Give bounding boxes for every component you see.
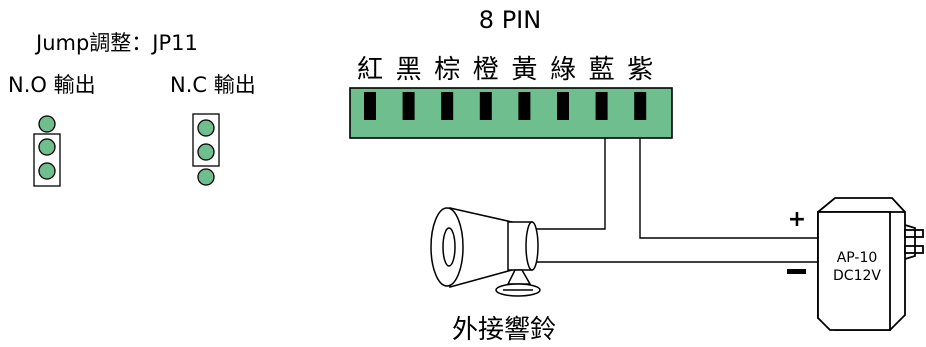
jumper-pin	[38, 162, 56, 180]
wiring	[530, 138, 818, 263]
terminal-pin	[595, 92, 608, 120]
siren-label: 外接響鈴	[452, 315, 556, 345]
jumper-no-label: N.O 輸出	[8, 73, 96, 97]
adapter-model: AP-10	[837, 250, 878, 266]
jumper-no-shunt	[33, 133, 61, 187]
jumper-pin	[197, 168, 215, 186]
wire-blue-to-siren	[530, 138, 606, 230]
terminal-pin	[634, 92, 647, 120]
jumper-title: Jump調整：JP11	[34, 31, 198, 55]
jumper-pin	[197, 119, 215, 137]
connector-title: 8 PIN	[479, 6, 541, 34]
wire-color-label: 橙	[473, 55, 499, 85]
wire-color-labels: 紅黑棕橙黃綠藍紫	[357, 55, 653, 85]
wire-purple-to-plus	[639, 138, 818, 239]
jumper-no-diagram	[33, 115, 61, 187]
wire-color-label: 紅	[357, 55, 383, 85]
terminal-pins	[364, 92, 647, 120]
wire-color-label: 綠	[550, 55, 576, 85]
wire-color-label: 紫	[627, 55, 653, 85]
terminal-pin	[402, 92, 415, 120]
siren-icon	[430, 207, 541, 297]
power-adapter-icon	[817, 197, 924, 331]
jumper-nc-label: N.C 輸出	[170, 73, 256, 97]
terminal-pin	[364, 92, 376, 120]
terminal-pin	[479, 92, 492, 120]
jumper-pin	[197, 143, 215, 161]
jumper-nc-shunt	[192, 113, 220, 167]
jumper-pin	[38, 138, 56, 156]
wire-color-label: 藍	[589, 55, 615, 85]
terminal-block	[349, 87, 673, 139]
terminal-pin	[518, 92, 531, 120]
wire-color-label: 黑	[396, 55, 422, 85]
minus-sign	[787, 269, 806, 274]
terminal-pin	[441, 92, 454, 120]
jumper-nc-diagram	[192, 113, 220, 186]
terminal-pin	[557, 92, 569, 120]
wire-color-label: 黃	[511, 55, 537, 85]
jumper-pin	[38, 115, 56, 133]
wire-color-label: 棕	[434, 55, 460, 85]
plus-sign: +	[788, 207, 806, 232]
adapter-rating: DC12V	[833, 268, 881, 284]
